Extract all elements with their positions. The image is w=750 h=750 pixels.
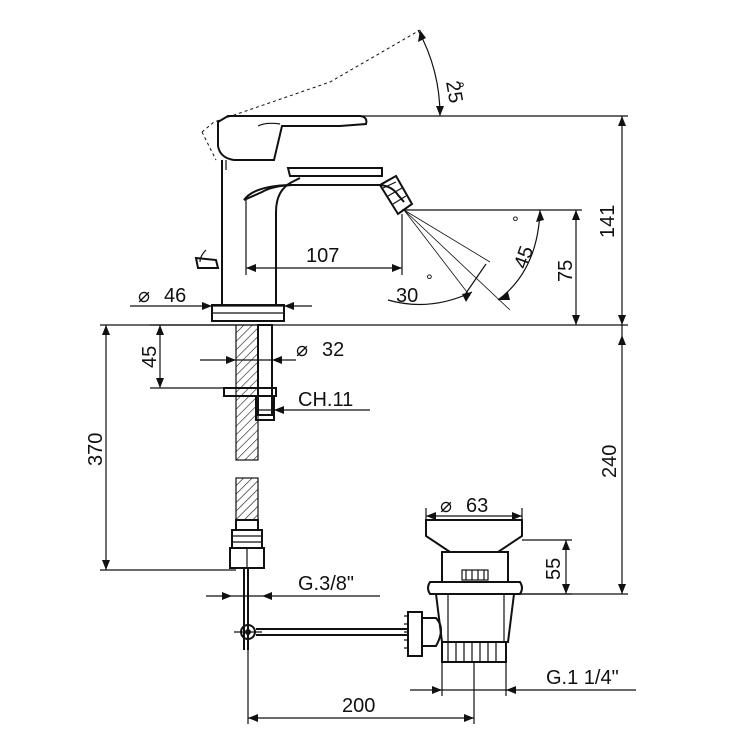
hose-connection-label: G.3/8" [298,573,354,595]
waste-thread-label: G.1 1/4" [546,667,619,689]
waste-height-label: 55 [543,558,565,580]
lever-angle-label: 25 [441,79,467,105]
waste-assembly [404,519,523,663]
spout-reach-label: 107 [306,245,339,267]
diameter-symbol-32: ⌀ [296,339,308,361]
waste-diameter-label: 63 [466,495,488,517]
diameter-symbol-63: ⌀ [440,495,452,517]
thread-diameter-label: 32 [322,339,344,361]
height-top-label: 141 [597,205,619,238]
dimension-labels: 25 ° 141 107 75 45 ° 30 ° ⌀ 46 ⌀ 32 45 C… [85,79,621,717]
shank-length-label: 45 [139,346,161,368]
waste-offset-label: 200 [342,695,375,717]
dimension-lines [100,29,636,724]
total-hose-length-label: 370 [85,433,107,466]
diameter-symbol-46: ⌀ [138,285,150,307]
spray-angle-30-label: 30 [396,285,418,307]
faucet-body [194,29,421,322]
degree-mark-25: ° [458,79,465,98]
base-diameter-label: 46 [164,285,186,307]
nut-size-label: CH.11 [298,389,353,411]
degree-mark-45: ° [512,213,519,232]
drain-depth-label: 240 [599,445,621,478]
spray-height-label: 75 [555,260,577,282]
shank-and-hose [223,324,408,650]
degree-mark-30: ° [426,271,433,290]
